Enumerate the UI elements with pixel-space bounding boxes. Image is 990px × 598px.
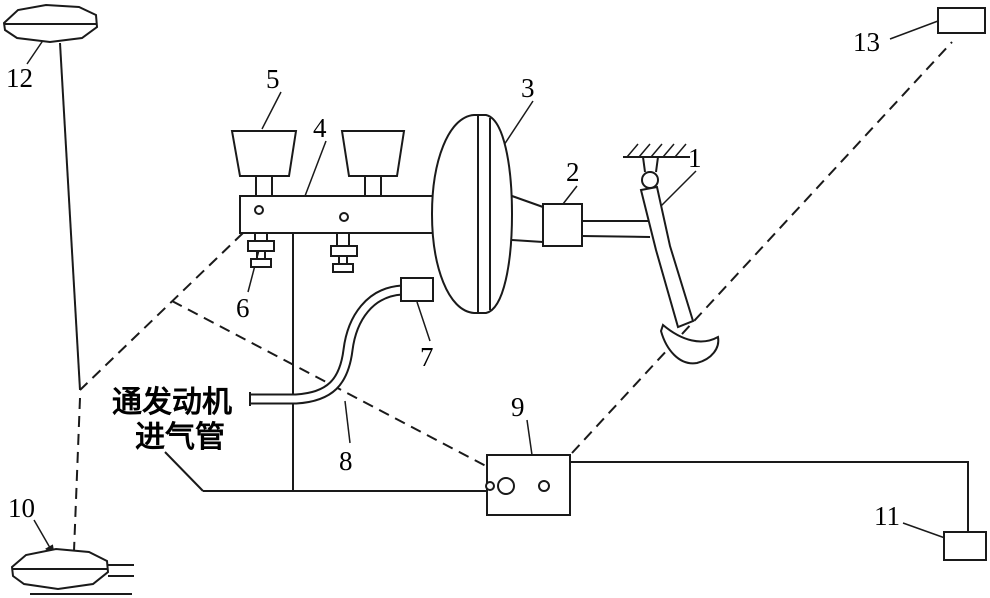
- label-9: 9: [511, 392, 525, 422]
- label-11: 11: [874, 501, 900, 531]
- brake-pipes: [30, 42, 969, 595]
- outlet-fitting-left: [247, 233, 275, 268]
- outlet-fitting-right: [330, 233, 358, 273]
- label-4: 4: [313, 113, 327, 143]
- annotation-line-2: 进气管: [135, 421, 225, 454]
- wheel-cylinder-11: [943, 531, 987, 561]
- vacuum-hose: [249, 284, 403, 406]
- label-6: 6: [236, 293, 250, 323]
- label-12: 12: [6, 63, 33, 93]
- master-cylinder: [239, 195, 456, 234]
- wheel-brake-12: [2, 3, 99, 44]
- vacuum-booster: [430, 114, 514, 314]
- label-5: 5: [266, 64, 280, 94]
- label-8: 8: [339, 446, 353, 476]
- label-7: 7: [420, 342, 434, 372]
- pedal-mount: [623, 143, 690, 189]
- intake-annotation: 通发动机 进气管: [112, 386, 232, 454]
- annotation-line-1: 通发动机: [112, 386, 232, 419]
- check-valve: [400, 277, 434, 302]
- wheel-cylinder-13: [937, 7, 986, 34]
- reservoir-right: [340, 130, 406, 196]
- label-13: 13: [853, 27, 880, 57]
- label-3: 3: [521, 73, 535, 103]
- reservoir-left: [230, 130, 298, 196]
- dashed-routing-lines: [73, 41, 953, 552]
- number-labels: 1 2 3 4 5 6 7 8 9 10 11 12 13: [6, 27, 900, 531]
- brake-pedal: [639, 185, 720, 365]
- label-1: 1: [688, 143, 702, 173]
- pedal-pushrod: [581, 220, 654, 238]
- combination-valve: [485, 454, 571, 516]
- booster-pushrod-housing: [511, 195, 583, 247]
- label-2: 2: [566, 157, 580, 187]
- wheel-brake-10: [10, 547, 110, 591]
- label-10: 10: [8, 493, 35, 523]
